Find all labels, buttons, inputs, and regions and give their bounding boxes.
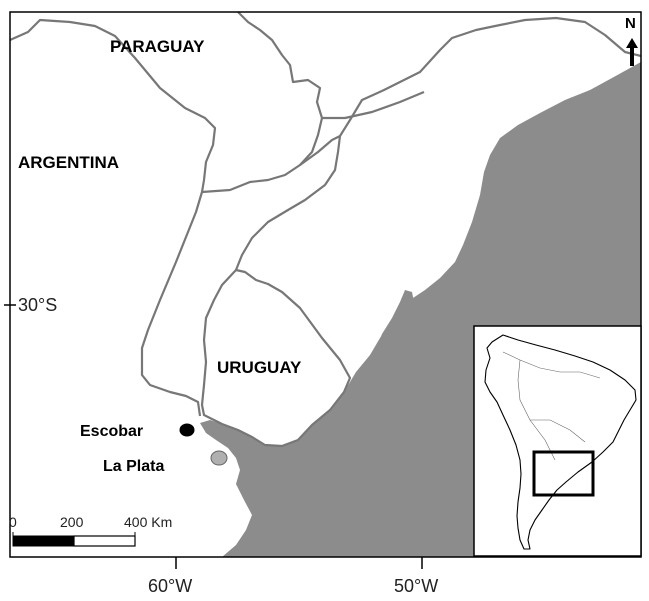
lon-label-60: 60°W: [148, 576, 192, 596]
lon-label-50: 50°W: [394, 576, 438, 596]
north-arrow-icon: N: [625, 15, 638, 66]
label-la-plata: La Plata: [103, 458, 164, 475]
map-frame: [9, 11, 642, 558]
south-america-outline: [484, 334, 637, 550]
label-paraguay: PARAGUAY: [110, 37, 205, 56]
scale-tick-200: 200: [60, 514, 84, 530]
brazil-state-border-2: [322, 90, 425, 120]
scale-tick-400: 400 Km: [124, 514, 172, 530]
brazil-state-border: [339, 16, 642, 137]
label-argentina: ARGENTINA: [18, 153, 119, 172]
inset-locator-box: [532, 450, 595, 497]
inset-map: [473, 325, 642, 557]
la-plata-marker: [210, 450, 228, 466]
scale-bar: 0 200 400 Km: [9, 514, 172, 547]
scale-tick-0: 0: [9, 514, 17, 530]
escobar-marker: [179, 423, 195, 437]
brazil-paraguay-border: [234, 134, 342, 271]
lat-label: 30°S: [18, 295, 57, 315]
label-escobar: Escobar: [80, 423, 143, 440]
south-america-interior: [502, 351, 601, 461]
north-label: N: [625, 15, 636, 32]
label-uruguay: URUGUAY: [217, 358, 302, 377]
argentina-east-border: [140, 191, 204, 417]
uruguay-border: [200, 268, 352, 448]
lagoa-dos-patos: [376, 290, 414, 352]
paraguay-border: [9, 11, 324, 194]
